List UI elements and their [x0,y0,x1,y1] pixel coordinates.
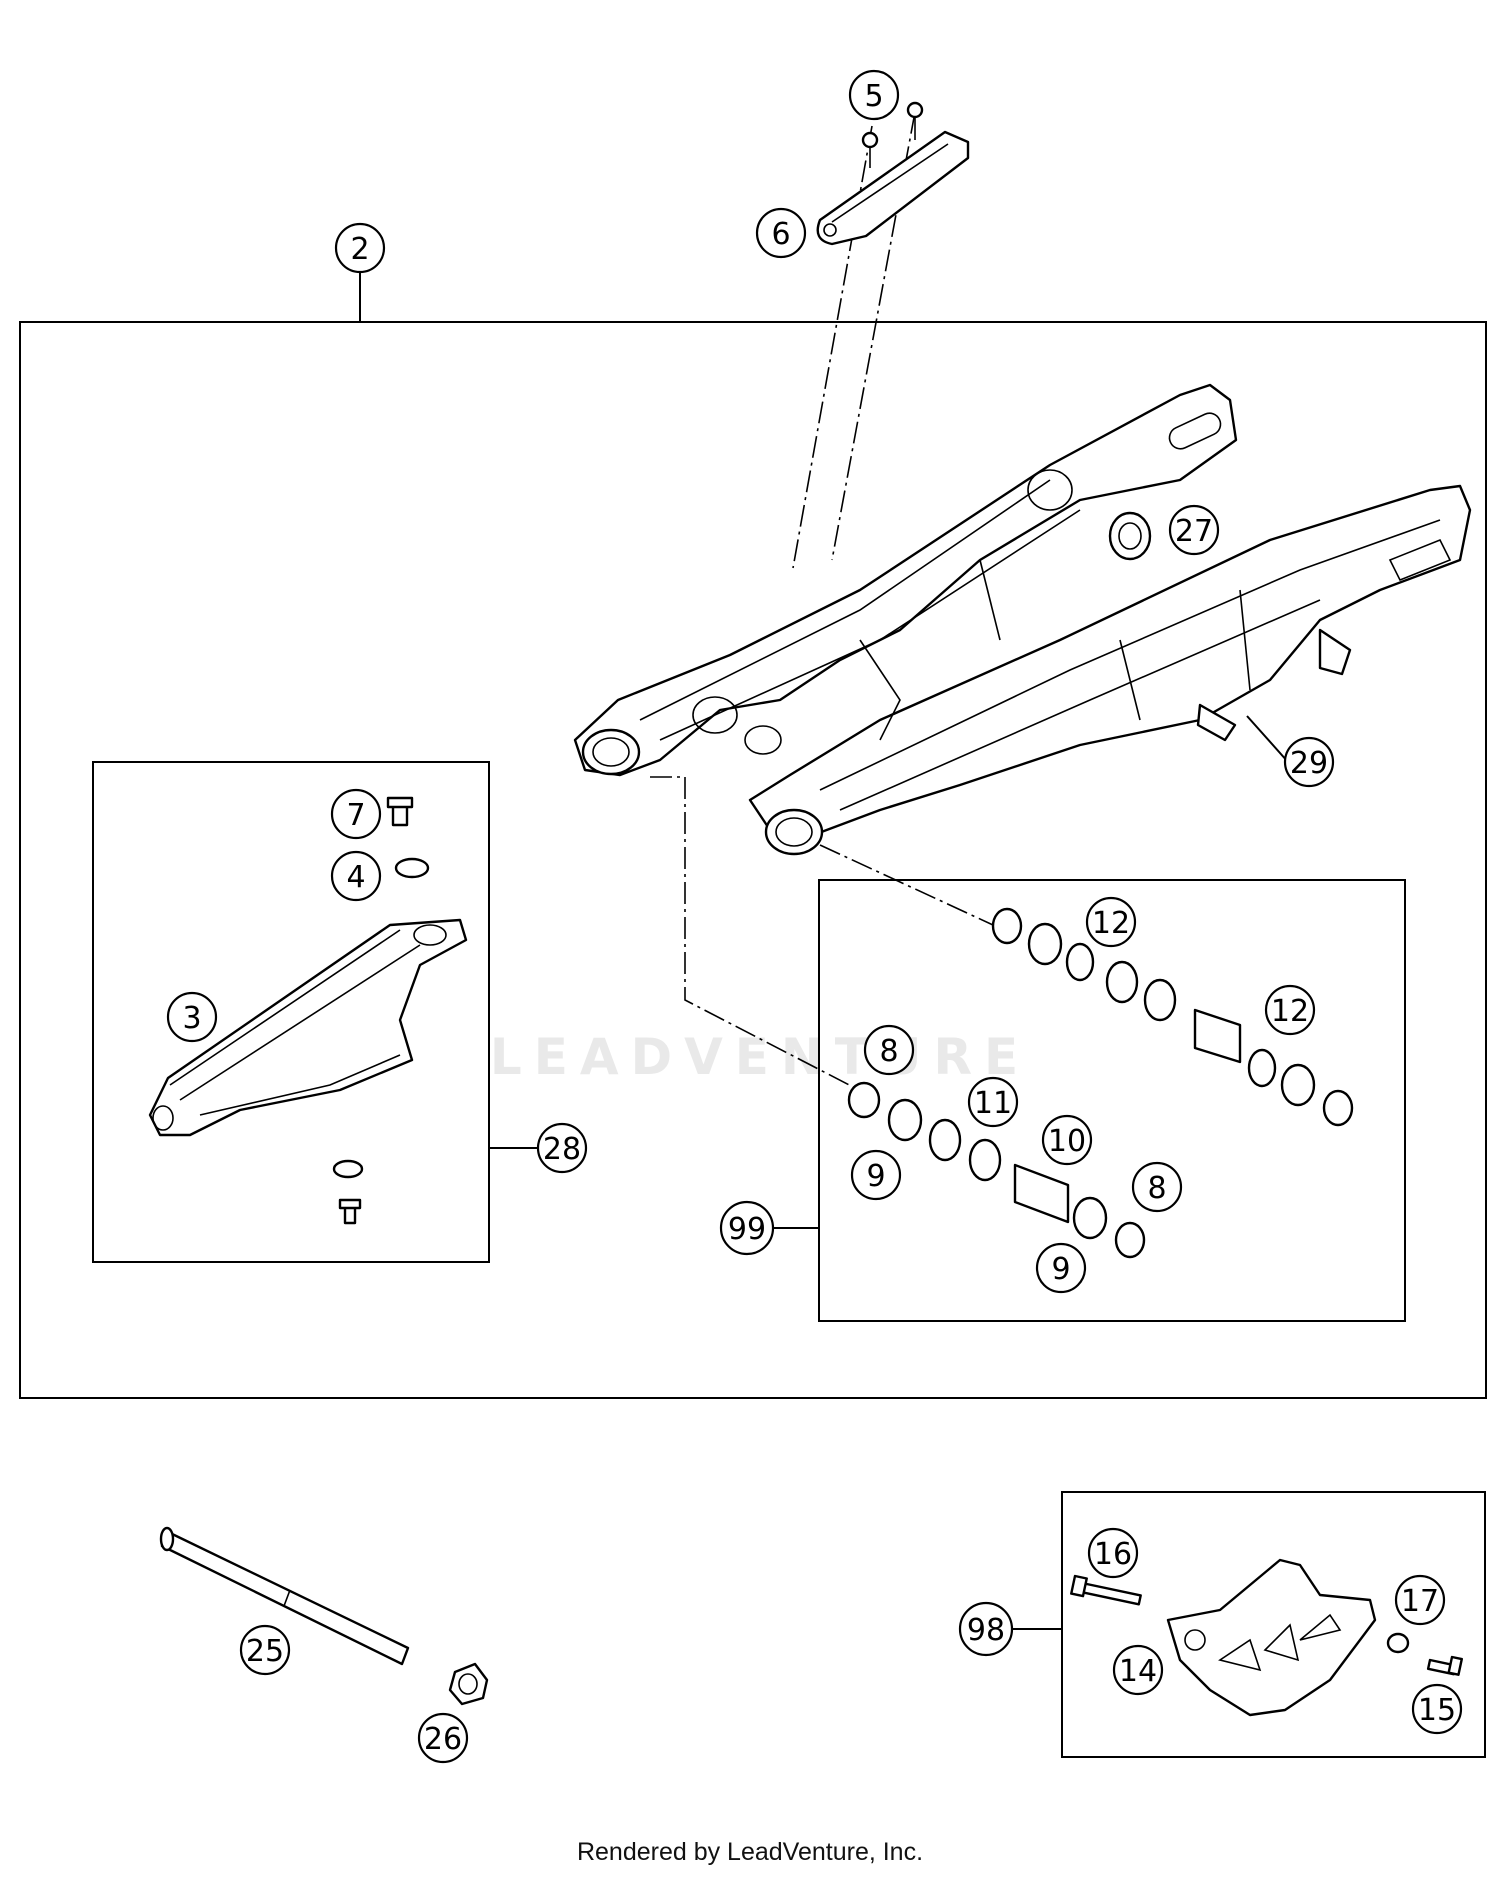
svg-text:12: 12 [1092,906,1130,941]
callout-28: 28 [536,1122,588,1174]
callout-10: 10 [1041,1114,1093,1166]
svg-text:12: 12 [1271,994,1309,1029]
chain-guide-box [1061,1491,1486,1758]
svg-text:99: 99 [728,1212,766,1247]
svg-text:15: 15 [1418,1693,1456,1728]
svg-text:25: 25 [246,1634,284,1669]
callout-5: 5 [848,69,900,121]
svg-text:7: 7 [346,798,365,833]
callout-16: 16 [1087,1527,1139,1579]
chain-slide-part [816,101,970,246]
svg-text:98: 98 [967,1613,1005,1648]
svg-text:8: 8 [879,1034,898,1069]
svg-text:9: 9 [1051,1252,1070,1287]
svg-text:11: 11 [974,1086,1012,1121]
callout-2: 2 [334,222,386,274]
callout-8b: 8 [1131,1161,1183,1213]
footer-credit: Rendered by LeadVenture, Inc. [576,1838,924,1866]
svg-text:27: 27 [1175,514,1213,549]
callout-9a: 9 [850,1149,902,1201]
svg-text:3: 3 [182,1001,201,1036]
chain-guide-part [1070,1558,1463,1717]
callout-15: 15 [1411,1683,1463,1735]
chain-slider-part [148,796,468,1225]
callout-99: 99 [719,1200,775,1256]
svg-text:14: 14 [1119,1654,1157,1689]
callout-27: 27 [1168,504,1220,556]
callout-26: 26 [417,1712,469,1764]
svg-text:6: 6 [771,217,790,252]
svg-text:5: 5 [864,79,883,114]
callout-12a: 12 [1085,896,1137,948]
callout-14: 14 [1112,1644,1164,1696]
svg-text:9: 9 [866,1159,885,1194]
rubber-plug-part [1108,511,1152,561]
callout-4: 4 [330,850,382,902]
swingarm-assembly-box [19,321,1487,1399]
bearing-kit-box [818,879,1406,1322]
callout-3: 3 [166,991,218,1043]
svg-text:26: 26 [424,1722,462,1757]
bearing-kit-parts [847,907,1354,1259]
callout-9b: 9 [1035,1242,1087,1294]
callout-8a: 8 [863,1024,915,1076]
pivot-nut-part [448,1662,489,1706]
callout-29: 29 [1283,736,1335,788]
callout-12b: 12 [1264,984,1316,1036]
svg-text:8: 8 [1147,1171,1166,1206]
callout-11: 11 [967,1076,1019,1128]
svg-text:16: 16 [1094,1537,1132,1572]
callout-7: 7 [330,788,382,840]
svg-text:2: 2 [350,232,369,267]
svg-text:17: 17 [1401,1584,1439,1619]
watermark-text: LEADVENTURE [489,1028,1031,1086]
swingarm-part [573,383,1472,856]
svg-text:10: 10 [1048,1124,1086,1159]
svg-text:28: 28 [543,1132,581,1167]
chain-slider-box [92,761,490,1263]
svg-text:4: 4 [346,860,365,895]
callout-98: 98 [958,1601,1014,1657]
pivot-bolt-part [159,1526,410,1666]
callout-25: 25 [239,1624,291,1676]
svg-text:29: 29 [1290,746,1328,781]
callout-17: 17 [1394,1574,1446,1626]
callout-6: 6 [755,207,807,259]
